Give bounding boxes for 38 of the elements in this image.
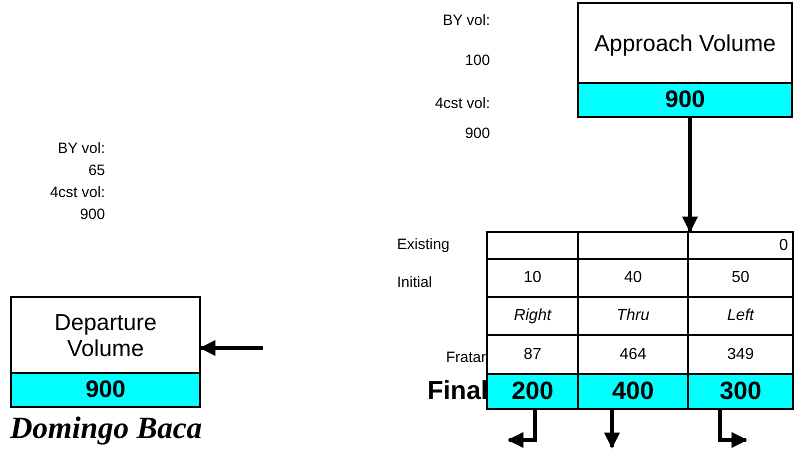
volume-label: 4cst vol: — [50, 184, 105, 201]
table-cell: 87 — [488, 336, 577, 373]
volume-label: 4cst vol: — [434, 95, 490, 112]
volume-value: 900 — [464, 125, 490, 142]
volume-value: 65 — [88, 162, 105, 179]
table-cell: 464 — [579, 336, 687, 373]
arrow — [507, 408, 537, 448]
table-cell: 50 — [689, 260, 792, 296]
turn-volume-table — [486, 231, 794, 410]
row-label: Fratar — [446, 349, 486, 366]
street-name: Domingo Baca — [10, 410, 202, 446]
arrow — [604, 408, 620, 449]
table-cell: Right — [488, 298, 577, 334]
table-cell: 40 — [579, 260, 687, 296]
final-volume-cell: 400 — [579, 375, 687, 408]
volume-total: 900 — [12, 372, 199, 406]
arrow — [199, 340, 263, 356]
table-cell: Left — [689, 298, 792, 334]
row-label: Existing — [397, 236, 450, 253]
volume-label: BY vol: — [58, 140, 105, 157]
volume-value: 100 — [464, 52, 490, 69]
row-label: Final — [427, 375, 488, 406]
final-volume-cell: 200 — [488, 375, 577, 408]
final-volume-cell: 300 — [689, 375, 792, 408]
table-cell: 349 — [689, 336, 792, 373]
table-cell: 10 — [488, 260, 577, 296]
row-label: Initial — [397, 274, 432, 291]
volume-total: 900 — [579, 82, 791, 116]
volume-title: Departure Volume — [53, 308, 158, 363]
volume-box — [10, 296, 201, 408]
volume-box — [577, 2, 793, 118]
volume-label: BY vol: — [442, 12, 490, 29]
volume-value: 900 — [80, 206, 105, 223]
arrow — [682, 118, 698, 233]
arrow — [718, 408, 748, 448]
volume-title: Approach Volume — [593, 28, 777, 58]
table-cell: Thru — [579, 298, 687, 334]
table-cell: 0 — [689, 233, 792, 258]
